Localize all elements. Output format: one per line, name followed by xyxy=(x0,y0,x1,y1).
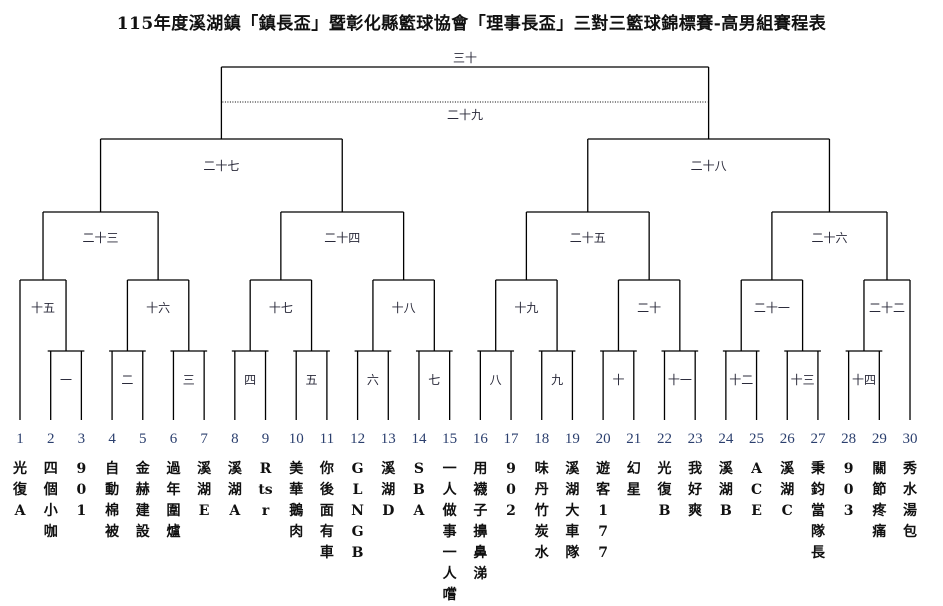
team-name: 光復B xyxy=(657,461,672,519)
match-label: 八 xyxy=(490,373,502,387)
team-number: 13 xyxy=(380,431,396,447)
match-label: 六 xyxy=(367,373,379,387)
team-number: 2 xyxy=(46,431,55,447)
team-number: 29 xyxy=(871,431,887,447)
match-label: 十一 xyxy=(668,373,692,387)
page-title: 115年度溪湖鎮「鎮長盃」暨彰化縣籃球協會「理事長盃」三對三籃球錦標賽-高男組賽… xyxy=(116,14,827,34)
team-number: 7 xyxy=(200,431,208,447)
team-number: 9 xyxy=(261,431,270,447)
team-number: 17 xyxy=(503,431,519,447)
team-number: 22 xyxy=(656,431,672,447)
team-number: 12 xyxy=(350,431,366,447)
match-label: 十二 xyxy=(729,373,753,387)
team-name: 溪湖A xyxy=(227,461,242,519)
team-name: 一人做事一人嚐 xyxy=(442,461,457,603)
match-label: 二十 xyxy=(637,301,661,315)
team-number: 6 xyxy=(169,431,178,447)
team-name: 秉鈞當隊長 xyxy=(810,461,825,561)
team-number: 8 xyxy=(231,431,239,447)
team-name: 溪湖大車隊 xyxy=(565,461,580,561)
team-name: 自動棉被 xyxy=(105,461,120,540)
team-name: 901 xyxy=(76,461,87,519)
team-name: 遊客177 xyxy=(596,461,611,561)
match-label: 二十二 xyxy=(869,301,905,315)
team-name: 關節疼痛 xyxy=(872,461,887,540)
team-number: 20 xyxy=(595,431,611,447)
match-label: 二十八 xyxy=(691,159,727,173)
team-number: 10 xyxy=(288,431,304,447)
match-label: 十四 xyxy=(852,373,876,387)
match-label: 九 xyxy=(551,373,563,387)
team-name: 美華鵝肉 xyxy=(289,461,304,540)
team-number: 18 xyxy=(534,431,550,447)
match-label: 二 xyxy=(121,373,133,387)
team-number: 4 xyxy=(108,431,116,447)
team-name: 金赫建設 xyxy=(135,461,150,540)
team-number: 3 xyxy=(77,431,86,447)
match-label: 二十七 xyxy=(203,159,239,173)
team-name: 溪湖C xyxy=(780,461,795,519)
match-label-third-place: 二十九 xyxy=(447,108,483,122)
match-label: 十八 xyxy=(392,301,416,315)
match-label: 三 xyxy=(183,373,195,387)
team-number: 19 xyxy=(564,431,580,447)
match-label: 七 xyxy=(428,373,440,387)
match-label: 十六 xyxy=(146,301,170,315)
match-label: 二十三 xyxy=(83,231,119,245)
team-name: GLNGB xyxy=(351,461,364,561)
match-label: 五 xyxy=(306,373,318,387)
match-label: 一 xyxy=(60,373,72,387)
team-name: 四個小咖 xyxy=(43,461,58,540)
team-number: 28 xyxy=(841,431,857,447)
team-number: 16 xyxy=(472,431,488,447)
team-name: 味丹竹炭水 xyxy=(534,461,549,561)
team-number: 26 xyxy=(779,431,795,447)
team-number: 24 xyxy=(718,431,734,447)
match-label: 十三 xyxy=(791,373,815,387)
team-name: 過年圍爐 xyxy=(166,461,181,540)
team-number: 15 xyxy=(442,431,458,447)
team-name: SBA xyxy=(413,461,425,519)
team-name: 我好爽 xyxy=(688,461,703,519)
team-name: 溪湖D xyxy=(381,461,396,519)
match-label-final: 三十 xyxy=(453,51,477,65)
match-label: 十五 xyxy=(31,301,55,315)
team-name: 光復A xyxy=(13,461,27,519)
match-label: 十九 xyxy=(514,301,538,315)
match-label: 二十五 xyxy=(570,231,606,245)
team-number: 27 xyxy=(810,431,826,447)
team-number: 11 xyxy=(319,431,335,447)
match-label: 二十一 xyxy=(754,301,790,315)
match-label: 十七 xyxy=(269,301,293,315)
team-name: 你後面有車 xyxy=(319,461,334,561)
team-name: ACE xyxy=(750,461,763,519)
team-number: 25 xyxy=(749,431,765,447)
match-label: 二十六 xyxy=(811,231,847,245)
match-label: 二十四 xyxy=(324,231,360,245)
team-name: 幻星 xyxy=(626,461,641,498)
team-number: 21 xyxy=(626,431,642,447)
team-number: 30 xyxy=(902,431,918,447)
team-name: 用襪子擤鼻涕 xyxy=(473,461,488,582)
team-name: 溪湖E xyxy=(197,461,212,519)
team-number: 1 xyxy=(16,431,24,447)
team-number: 5 xyxy=(139,431,147,447)
team-number: 14 xyxy=(411,431,427,447)
team-name: 秀水湯包 xyxy=(903,461,917,540)
match-label: 十 xyxy=(612,373,624,387)
team-number: 23 xyxy=(687,431,703,447)
team-name: 903 xyxy=(843,461,854,519)
team-name: Rtsr xyxy=(258,461,273,519)
match-label: 四 xyxy=(244,373,256,387)
team-name: 溪湖B xyxy=(718,461,733,519)
team-name: 902 xyxy=(506,461,516,519)
